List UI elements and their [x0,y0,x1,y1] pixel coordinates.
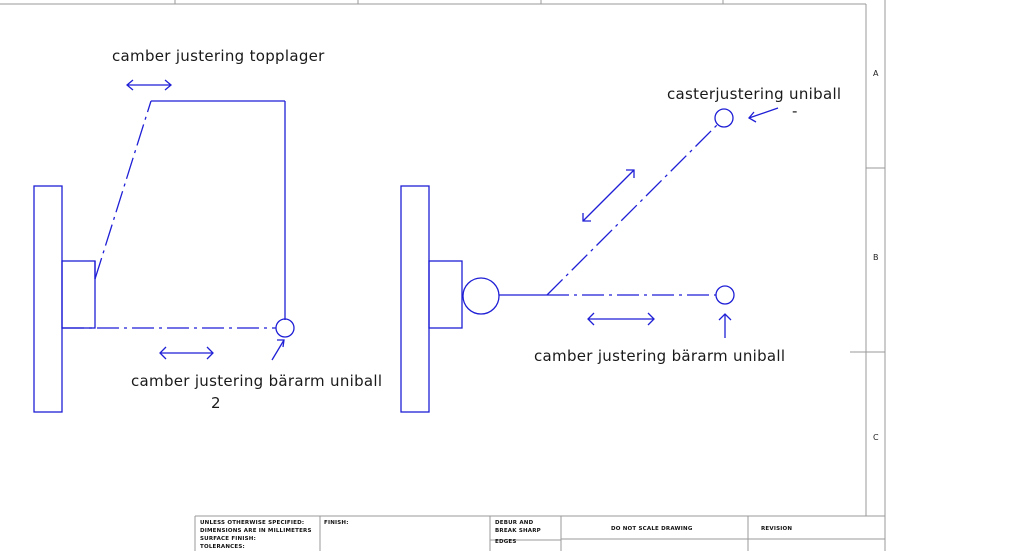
caster-pointer-arrow [748,107,779,123]
right-caster-arm-line [546,124,718,296]
camber-lower-left-number: 2 [211,394,221,412]
title-block-note-3: SURFACE FINISH: [200,536,256,542]
left-uniball-circle [275,318,295,338]
left-strut-line [94,100,152,280]
camber-lower-right-double-arrow [587,312,655,326]
title-block-deburr-3: EDGES [495,539,517,545]
camber-top-label: camber justering topplager [112,47,325,65]
right-lower-uniball-pointer-arrow [718,313,732,338]
caster-mark: - [792,102,798,120]
title-block-revision: REVISION [761,526,792,532]
left-wheel [33,185,63,413]
title-block-scale-note: DO NOT SCALE DRAWING [611,526,693,532]
right-wheel [400,185,430,413]
right-ball-joint-circle [462,277,500,315]
zone-label-b: B [873,253,879,262]
title-block-note-4: TOLERANCES: [200,544,245,550]
camber-lower-left-label: camber justering bärarm uniball [131,372,382,390]
caster-double-arrow [582,169,635,222]
right-hub [428,260,463,329]
caster-label: casterjustering uniball [667,85,841,103]
right-suspension-diagram [400,107,779,413]
title-block-deburr-2: BREAK SHARP [495,528,541,534]
zone-label-a: A [873,69,879,78]
left-uniball-pointer-arrow [271,339,285,361]
caster-uniball-circle [714,108,734,128]
title-block [194,515,885,551]
camber-top-double-arrow [125,79,173,91]
camber-lower-left-double-arrow [159,346,214,360]
left-hub [61,260,96,329]
camber-lower-right-label: camber justering bärarm uniball [534,347,785,365]
title-block-deburr-1: DEBUR AND [495,520,534,526]
sheet-frame [0,0,886,551]
title-block-note-1: UNLESS OTHERWISE SPECIFIED: [200,520,304,526]
left-suspension-diagram [33,79,295,413]
zone-label-c: C [873,433,879,442]
right-lower-uniball-circle [715,285,735,305]
title-block-finish: FINISH: [324,520,349,526]
title-block-note-2: DIMENSIONS ARE IN MILLIMETERS [200,528,312,534]
